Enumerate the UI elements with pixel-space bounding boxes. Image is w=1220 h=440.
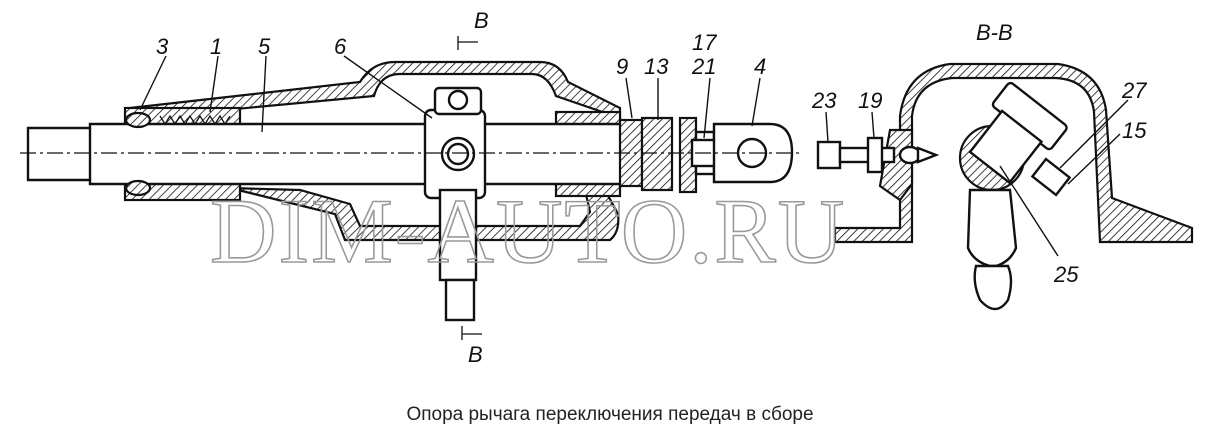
leader-27 [1059, 99, 1129, 169]
label-13: 13 [644, 54, 669, 79]
label-17: 17 [692, 30, 717, 55]
label-3: 3 [156, 34, 169, 59]
hub-bore-inner [446, 142, 470, 166]
detent-tip [916, 146, 940, 164]
label-23: 23 [811, 88, 837, 113]
lever-rod [444, 278, 476, 322]
leader-4 [751, 77, 761, 127]
leader-5 [261, 55, 267, 133]
label-5: 5 [258, 34, 271, 59]
section-view-title: B-B [976, 20, 1013, 45]
watermark: DIM-AUTO.RU [210, 180, 846, 282]
leader-15 [1067, 133, 1121, 185]
label-9: 9 [616, 54, 628, 79]
seal-ring-top [124, 111, 152, 129]
label-25: 25 [1053, 262, 1079, 287]
clamp-bolt-head [447, 89, 469, 111]
main-view [20, 36, 800, 340]
plug-23 [816, 140, 842, 170]
label-27: 27 [1121, 78, 1147, 103]
leader-25 [999, 165, 1059, 257]
spring [159, 114, 231, 126]
seal-ring-bottom [124, 179, 152, 197]
leader-6 [343, 55, 433, 119]
section-mark-top: B [474, 8, 489, 33]
section-housing [833, 62, 1194, 244]
boot-13 [640, 116, 674, 192]
leader-3 [139, 55, 167, 111]
label-4: 4 [754, 54, 766, 79]
section-lever [966, 188, 1018, 268]
label-6: 6 [334, 34, 347, 59]
leader-21 [703, 77, 711, 139]
nut-15 [1030, 157, 1072, 197]
section-cut-bottom [461, 326, 482, 340]
label-1: 1 [210, 34, 222, 59]
label-15: 15 [1122, 118, 1147, 143]
section-lever-knob [973, 264, 1013, 311]
leader-23 [825, 111, 829, 143]
section-mark-bottom: B [468, 342, 483, 367]
section-inner-boss [878, 128, 914, 202]
leader-19 [871, 111, 875, 139]
leader-9 [625, 77, 633, 119]
pin-body [968, 109, 1044, 185]
section-cut-top [457, 36, 478, 50]
label-21: 21 [691, 54, 716, 79]
label-19: 19 [858, 88, 882, 113]
section-view [816, 62, 1194, 311]
hub-bore [440, 136, 476, 172]
shaft [26, 122, 672, 186]
figure-caption: Опора рычага переключения передач в сбор… [406, 404, 814, 425]
plug-19 [866, 136, 884, 174]
lever-stem [438, 188, 478, 282]
leader-1 [209, 55, 219, 113]
